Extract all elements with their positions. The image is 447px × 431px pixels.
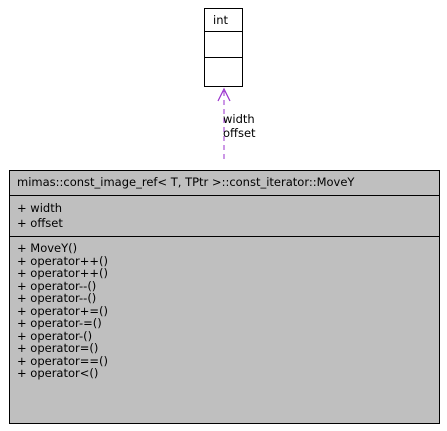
class-title: mimas::const_image_ref< T, TPtr >::const… [10, 171, 439, 196]
method-row: + operator--() [17, 291, 97, 305]
edge-labels: width offset [223, 112, 256, 140]
attributes-section: + width + offset [10, 196, 439, 237]
method-row: + operator<() [17, 366, 99, 380]
methods-section: + MoveY() + operator++() + operator++() … [10, 237, 439, 380]
attribute-offset: + offset [17, 216, 63, 230]
int-attributes-section [205, 32, 242, 58]
method-row: + operator=() [17, 341, 99, 355]
int-class-title: int [205, 9, 242, 32]
edge-label-width: width [223, 112, 255, 126]
int-class-box[interactable]: int [204, 8, 243, 87]
method-row: + operator++() [17, 253, 108, 268]
method-row: + operator--() [17, 278, 97, 293]
edge-arrowhead [217, 87, 231, 102]
method-row: + operator-() [17, 328, 93, 343]
method-row: + operator+=() [17, 303, 108, 318]
edge-label-offset: offset [223, 126, 256, 140]
method-row: + operator-=() [17, 316, 102, 330]
method-row: + operator++() [17, 266, 108, 280]
method-row: + MoveY() [17, 241, 78, 255]
method-row: + operator==() [17, 353, 108, 368]
moveY-class-box[interactable]: mimas::const_image_ref< T, TPtr >::const… [9, 170, 440, 424]
attribute-width: + width [17, 201, 62, 215]
